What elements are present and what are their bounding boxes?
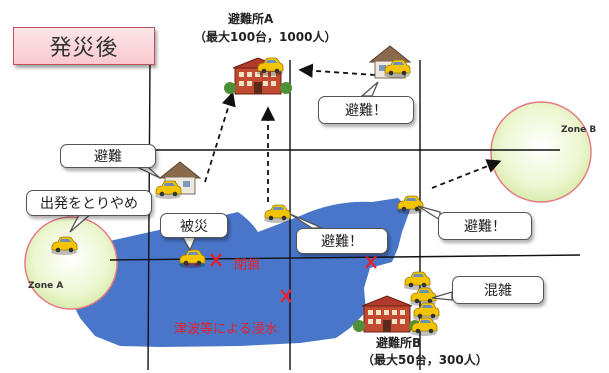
page-title: 発災後 xyxy=(13,27,155,65)
evacuation-routes xyxy=(204,63,502,202)
bubble-damaged: 被災 xyxy=(160,213,228,238)
shelter-a-building xyxy=(223,57,293,95)
bubble-congestion: 混雑 xyxy=(452,276,544,304)
blocked-x-2 xyxy=(210,253,222,267)
zone-b-circle xyxy=(490,101,592,203)
car-right xyxy=(396,195,424,215)
zone-a-circle xyxy=(24,216,118,310)
shelter-a-name: 避難所A xyxy=(228,12,274,26)
car-center xyxy=(263,204,291,224)
car-queue-1 xyxy=(403,271,431,291)
zone-b-label: Zone B xyxy=(561,125,597,135)
bubble-evacuation-right: 避難！ xyxy=(438,212,532,240)
bubble-evacuation-center: 避難！ xyxy=(296,228,388,254)
shelter-b-name: 避難所B xyxy=(376,336,422,350)
blocked-x-3 xyxy=(365,255,377,269)
blocked-x-4 xyxy=(280,289,292,303)
bubble-evacuation-top: 避難！ xyxy=(318,96,414,124)
zone-a-label: Zone A xyxy=(28,281,64,291)
blocked-label: 閉鎖 xyxy=(234,258,261,273)
shelter-b-capacity: （最大50台，300人） xyxy=(362,353,488,367)
flood-label: 津波等による浸水 xyxy=(174,322,278,337)
bubble-cancel-departure: 出発をとりやめ xyxy=(26,190,152,216)
shelter-a-capacity: （最大100台，1000人） xyxy=(194,30,337,44)
bubble-evacuation-left: 避難 xyxy=(60,144,156,168)
